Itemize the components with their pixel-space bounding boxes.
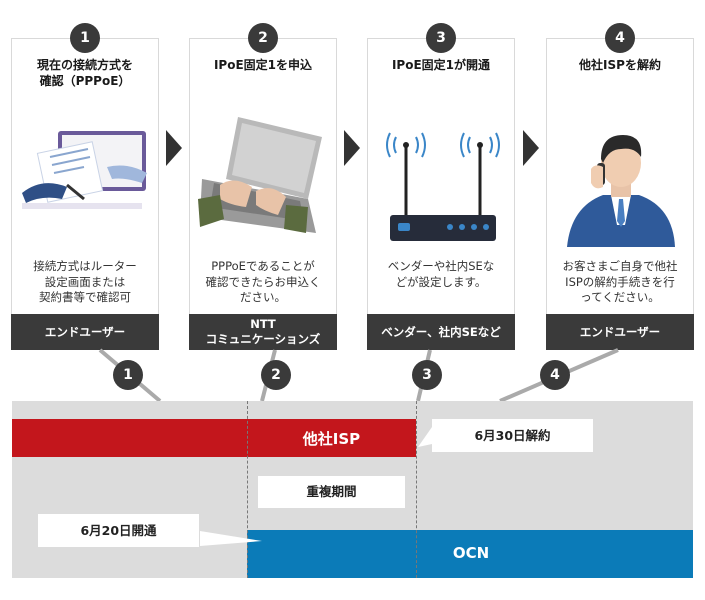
step-description: 接続方式はルーター 設定画面または 契約書等で確認可 (33, 259, 137, 304)
step-number-badge: 1 (70, 23, 100, 53)
start-date-label: 6月20日開通 (38, 514, 199, 547)
step-card-2: IPoE固定1を申込 PPPoEであることが 確認できたらお申込く ださい。 N… (189, 38, 337, 350)
step-card-4: 他社ISPを解約 お客さまご自身で他社 ISPの解約手続きを行 ってください。 … (546, 38, 694, 350)
timeline-marker: 2 (261, 360, 291, 390)
step-number-badge: 4 (605, 23, 635, 53)
step-title: IPoE固定1を申込 (213, 58, 313, 72)
step-description: ベンダーや社内SEな どが設定します。 (387, 259, 495, 289)
ocn-label: OCN (452, 544, 490, 562)
businessman-phone-illustration (567, 135, 675, 247)
laptop-typing-illustration (198, 117, 322, 233)
end-date-line (416, 401, 417, 578)
step-title: 現在の接続方式を 確認（PPPoE） (36, 58, 133, 88)
step-arrow (523, 130, 539, 166)
timeline-marker: 3 (412, 360, 442, 390)
contract-document-illustration (22, 131, 147, 209)
step-actor: NTT コミュニケーションズ (189, 314, 337, 350)
step-actor: ベンダー、社内SEなど (367, 314, 515, 350)
step-arrow (166, 130, 182, 166)
start-date-line (247, 401, 248, 578)
step-title: IPoE固定1が開通 (391, 58, 491, 72)
end-date-label: 6月30日解約 (432, 419, 593, 452)
step-actor: エンドユーザー (11, 314, 159, 350)
step-description: お客さまご自身で他社 ISPの解約手続きを行 ってください。 (562, 259, 678, 304)
step-number-badge: 2 (248, 23, 278, 53)
router-illustration (386, 132, 500, 241)
step-arrow (344, 130, 360, 166)
overlap-period-label: 重複期間 (258, 476, 405, 508)
timeline-marker: 1 (113, 360, 143, 390)
step-card-3: IPoE固定1が開通 ベンダーや社内SEな どが設定します。 ベンダー、社内SE… (367, 38, 515, 350)
timeline-marker: 4 (540, 360, 570, 390)
other-isp-label: 他社ISP (302, 430, 361, 448)
step-title: 他社ISPを解約 (579, 58, 661, 72)
step-description: PPPoEであることが 確認できたらお申込く ださい。 (205, 259, 321, 304)
ocn-bar (247, 530, 693, 578)
step-card-1: 現在の接続方式を 確認（PPPoE） 接続方式はルーター 設定画面または 契約書… (11, 38, 159, 350)
step-number-badge: 3 (426, 23, 456, 53)
other-isp-bar (12, 419, 416, 457)
step-actor: エンドユーザー (546, 314, 694, 350)
